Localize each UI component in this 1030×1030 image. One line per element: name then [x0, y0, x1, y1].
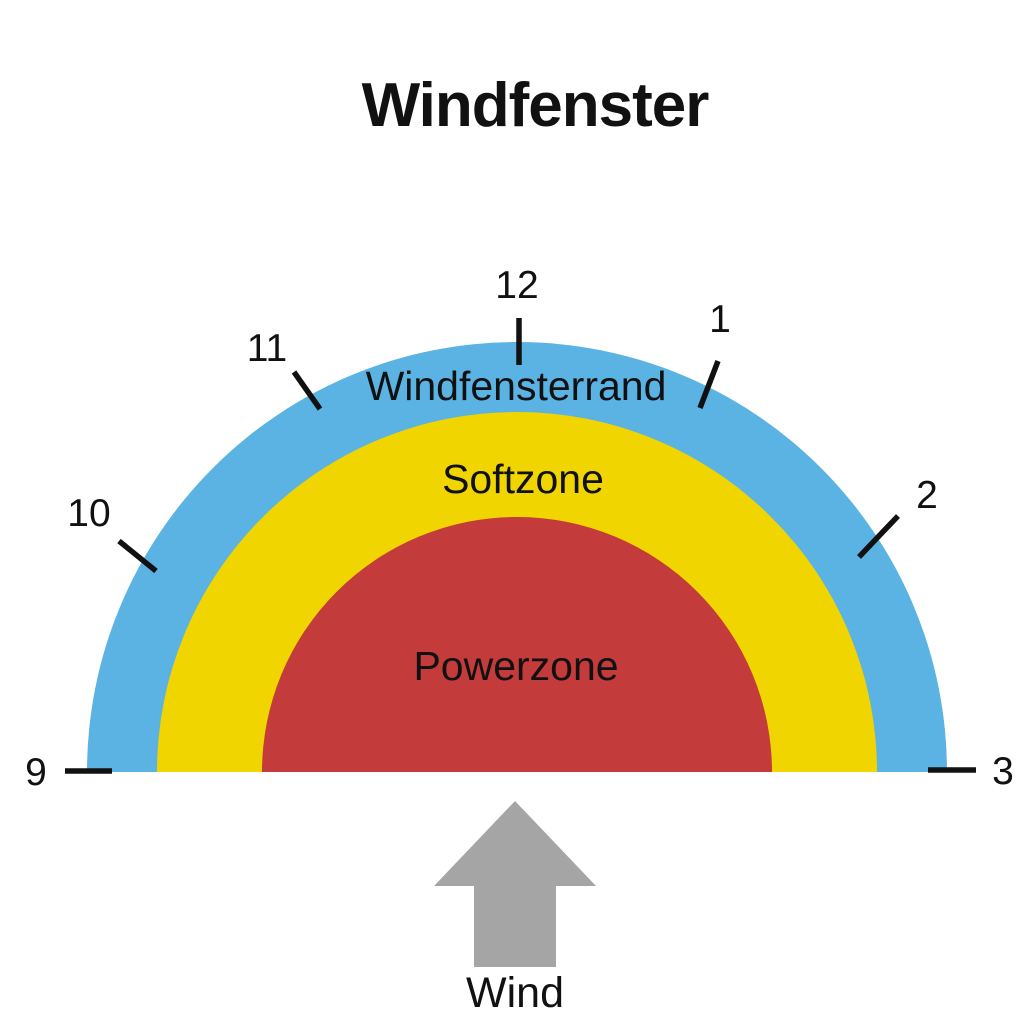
tick-10	[117, 538, 158, 574]
clock-label-12: 12	[495, 264, 538, 307]
zone-label-powerzone: Powerzone	[413, 643, 618, 689]
zone-labels: Windfensterrand Softzone Powerzone	[366, 363, 667, 689]
clock-ticks	[65, 318, 976, 774]
clock-label-10: 10	[67, 492, 110, 535]
wind-indicator: Wind	[434, 801, 596, 1017]
clock-label-3: 3	[992, 750, 1014, 793]
page-title: Windfenster	[362, 71, 710, 140]
clock-label-9: 9	[25, 751, 47, 794]
zone-label-softzone: Softzone	[442, 456, 604, 502]
wind-window-zones	[87, 342, 947, 772]
zone-powerzone	[262, 517, 772, 772]
clock-label-11: 11	[247, 327, 288, 370]
clock-label-1: 1	[709, 298, 731, 341]
wind-arrow-up-icon	[434, 801, 596, 967]
wind-label: Wind	[466, 969, 564, 1017]
tick-2	[857, 514, 900, 559]
zone-label-windfensterrand: Windfensterrand	[366, 363, 667, 409]
clock-label-2: 2	[916, 474, 938, 517]
clock-labels: 9 10 11 12 1 2 3	[25, 264, 1014, 794]
tick-1	[697, 360, 721, 409]
tick-11	[291, 370, 323, 411]
